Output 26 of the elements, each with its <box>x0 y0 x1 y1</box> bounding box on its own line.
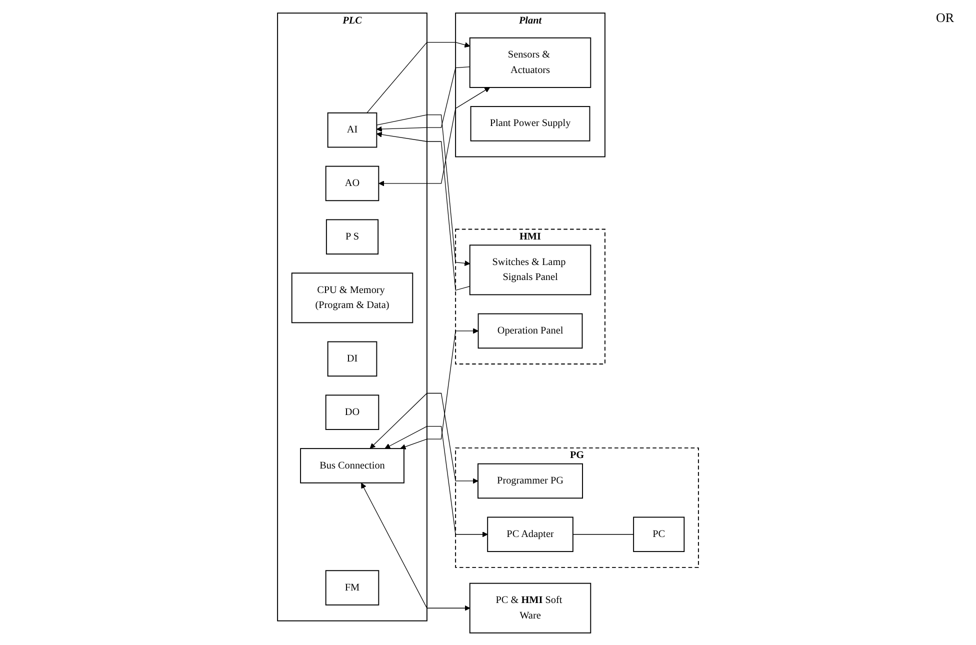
arrow <box>376 131 470 290</box>
arrow <box>361 482 470 610</box>
node-box: AO <box>325 165 380 201</box>
arrow <box>384 425 488 537</box>
arrow <box>376 114 470 266</box>
arrow <box>400 328 479 449</box>
node-box: DO <box>325 394 380 430</box>
node-box: AI <box>327 112 378 148</box>
node-box: Operation Panel <box>478 312 583 348</box>
node-box: PC Adapter <box>487 516 574 552</box>
node-box: Switches & Lamp Signals Panel <box>469 244 592 295</box>
node-box: CPU & Memory (Program & Data) <box>291 272 414 323</box>
note-text: OR <box>936 10 954 26</box>
arrow <box>366 42 470 113</box>
arrow <box>376 66 470 132</box>
node-box: P S <box>326 218 379 254</box>
node-box: Sensors & Actuators <box>469 36 592 88</box>
node-box: PC & HMI Soft Ware <box>469 582 592 633</box>
node-box: Programmer PG <box>478 462 583 498</box>
node-box: PC <box>633 516 685 552</box>
node-box: Bus Connection <box>300 448 404 483</box>
node-box: FM <box>325 570 380 605</box>
arrow <box>370 392 478 484</box>
node-box: Plant Power Supply <box>470 106 590 141</box>
arrow <box>378 86 490 186</box>
node-box: DI <box>327 340 378 376</box>
